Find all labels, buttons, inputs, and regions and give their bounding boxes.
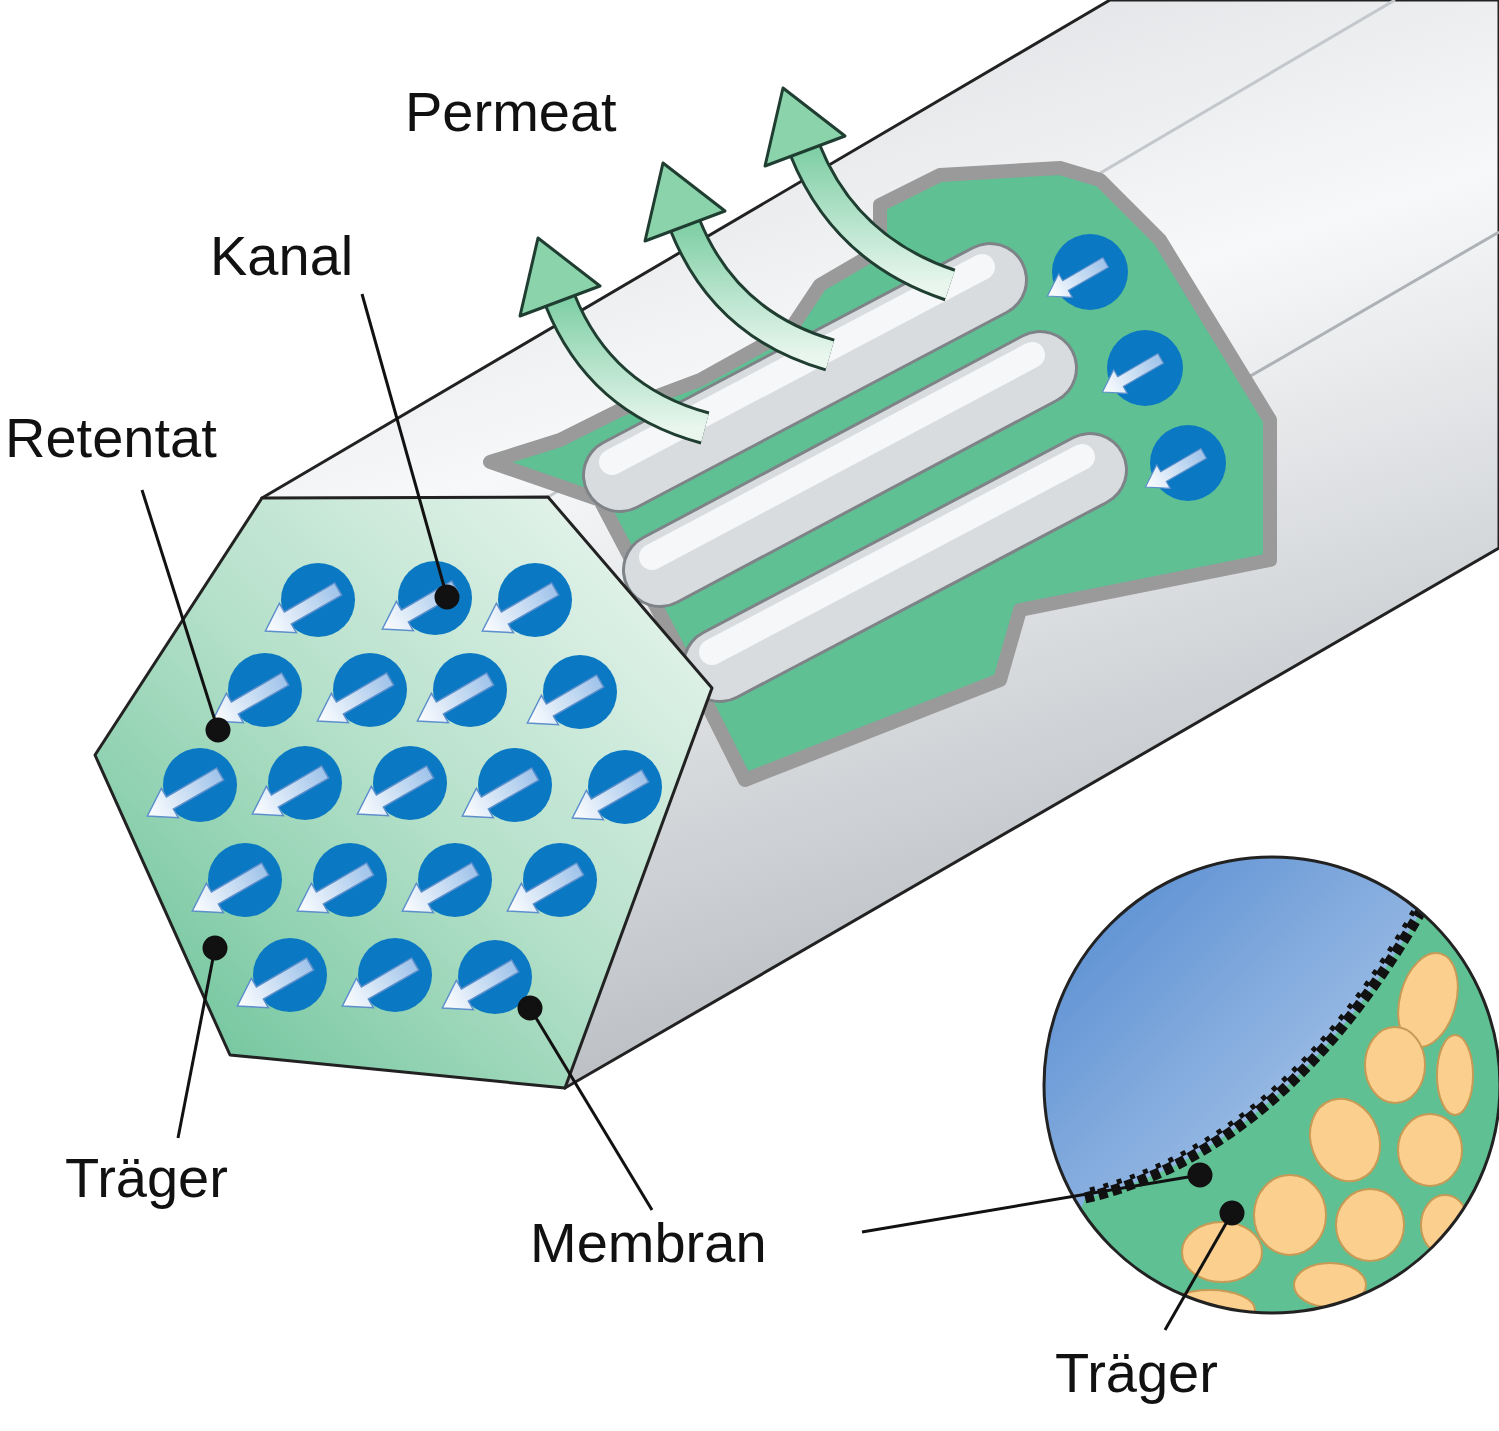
channel [499, 843, 597, 926]
leader-lines [142, 294, 1243, 1330]
channel [349, 746, 447, 829]
channel [139, 748, 237, 831]
channel [334, 938, 432, 1021]
channel [257, 563, 355, 646]
channel [519, 655, 617, 738]
channel [409, 653, 507, 736]
part-label: Kanal [210, 228, 353, 284]
detail-magnifier [1040, 850, 1499, 1330]
channel [394, 843, 492, 926]
channel [374, 561, 472, 644]
channel [454, 748, 552, 831]
channel-tubes [612, 267, 1090, 665]
channel [434, 940, 532, 1023]
channel [184, 843, 282, 926]
part-label: Träger [65, 1150, 228, 1206]
channel [309, 653, 407, 736]
channel-ends [1041, 234, 1226, 501]
channel [474, 563, 572, 646]
part-label: Permeat [405, 84, 617, 140]
channel [244, 746, 342, 829]
channels [139, 561, 662, 1023]
part-label: Membran [530, 1215, 767, 1271]
part-label: Träger [1055, 1345, 1218, 1401]
carrier-face [95, 497, 712, 1088]
module-front-face [95, 497, 712, 1088]
part-label: Retentat [5, 410, 217, 466]
channel [229, 938, 327, 1021]
channel [564, 750, 662, 833]
channel [289, 843, 387, 926]
